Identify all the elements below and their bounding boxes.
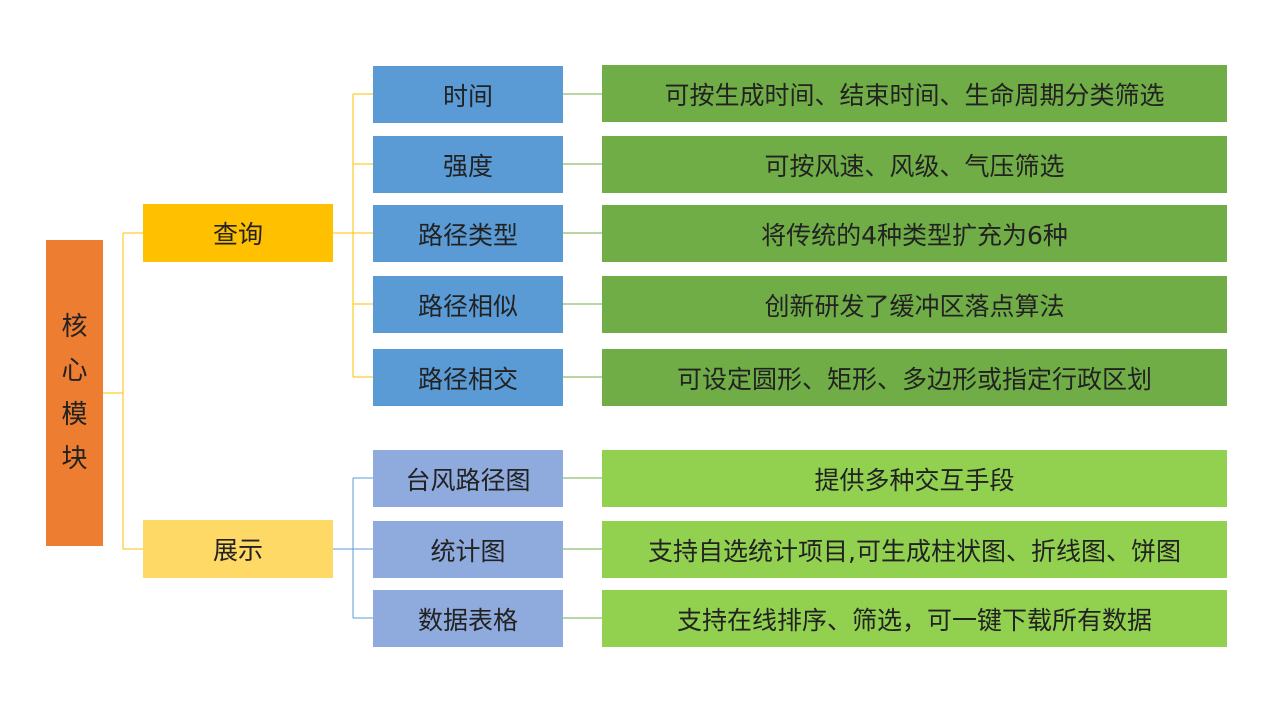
display-bracket [333, 477, 373, 619]
leaf-track-similarity: 路径相似 [373, 276, 563, 333]
query-bracket [333, 93, 373, 378]
desc-typhoon-track-map: 提供多种交互手段 [602, 450, 1227, 507]
root-char: 心 [61, 356, 88, 386]
node-query: 查询 [143, 204, 333, 262]
leaf-data-table: 数据表格 [373, 590, 563, 647]
root-char: 块 [61, 444, 88, 474]
desc-statistics-chart: 支持自选统计项目,可生成柱状图、折线图、饼图 [602, 521, 1227, 578]
desc-track-type: 将传统的4种类型扩充为6种 [602, 205, 1227, 262]
root-bracket [103, 232, 143, 550]
root-char: 核 [61, 312, 88, 342]
leaf-time: 时间 [373, 66, 563, 123]
desc-data-table: 支持在线排序、筛选，可一键下载所有数据 [602, 590, 1227, 647]
leaf-intensity: 强度 [373, 136, 563, 193]
root-char: 模 [61, 400, 88, 430]
desc-connectors [563, 93, 602, 619]
desc-track-similarity: 创新研发了缓冲区落点算法 [602, 276, 1227, 333]
node-display: 展示 [143, 520, 333, 578]
leaf-typhoon-track-map: 台风路径图 [373, 450, 563, 507]
leaf-statistics-chart: 统计图 [373, 521, 563, 578]
desc-time: 可按生成时间、结束时间、生命周期分类筛选 [602, 65, 1227, 122]
leaf-track-type: 路径类型 [373, 205, 563, 262]
leaf-track-intersection: 路径相交 [373, 349, 563, 406]
desc-intensity: 可按风速、风级、气压筛选 [602, 136, 1227, 193]
root-node-core-modules: 核 心 模 块 [46, 240, 103, 546]
desc-track-intersection: 可设定圆形、矩形、多边形或指定行政区划 [602, 349, 1227, 406]
